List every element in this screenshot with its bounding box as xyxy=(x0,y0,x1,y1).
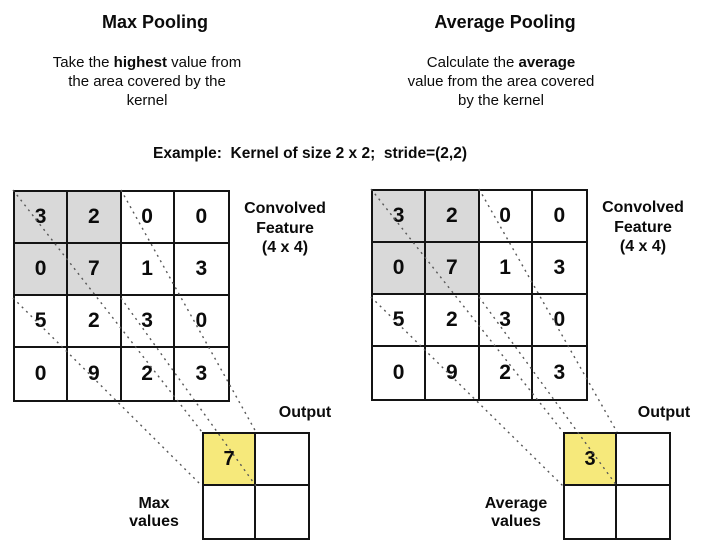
average-pooling-description: Calculate the average value from the are… xyxy=(390,53,612,110)
values-label-line: Max xyxy=(138,495,170,512)
max-output-label: Output xyxy=(278,404,332,421)
matrix-cell: 2 xyxy=(68,296,122,348)
matrix-cell: 3 xyxy=(195,362,208,385)
max-values-label: Max values xyxy=(104,495,204,531)
output-cell xyxy=(617,486,669,538)
matrix-cell: 9 xyxy=(68,348,122,400)
desc-text: Take the xyxy=(52,54,114,71)
average-convolved-feature-grid: 3 2 0 0 0 7 1 3 5 2 3 0 0 9 2 3 xyxy=(371,189,588,401)
matrix-cell: 9 xyxy=(426,347,480,399)
matrix-cell: 0 xyxy=(479,191,533,243)
output-cell xyxy=(256,486,308,538)
matrix-cell: 2 xyxy=(480,347,533,399)
average-output-grid: 3 xyxy=(563,432,671,540)
matrix-cell: 0 xyxy=(174,296,228,348)
matrix-cell: 2 xyxy=(122,348,175,400)
matrix-cell-highlighted: 2 xyxy=(426,191,480,243)
values-label-line: values xyxy=(129,513,179,530)
average-pooling-title: Average Pooling xyxy=(434,12,576,32)
average-feature-label: Convolved Feature (4 x 4) xyxy=(594,198,692,257)
max-output-grid: 7 xyxy=(202,432,310,540)
desc-text: kernel xyxy=(126,92,168,109)
example-caption: Example: Kernel of size 2 x 2; stride=(2… xyxy=(153,145,467,162)
average-output-label: Output xyxy=(637,404,691,421)
feature-label-line: Convolved xyxy=(244,200,326,217)
output-cell xyxy=(565,486,617,538)
matrix-cell: 5 xyxy=(373,295,427,347)
feature-label-line: Convolved xyxy=(602,199,684,216)
average-values-label: Average values xyxy=(466,495,566,531)
matrix-cell-highlighted: 3 xyxy=(15,192,69,244)
matrix-cell: 0 xyxy=(174,192,228,244)
matrix-cell-highlighted: 0 xyxy=(15,244,69,296)
desc-text: the area covered by the xyxy=(68,73,226,90)
matrix-cell: 5 xyxy=(15,296,69,348)
matrix-cell: 0 xyxy=(121,192,175,244)
matrix-cell: 3 xyxy=(553,361,566,384)
matrix-cell: 3 xyxy=(532,243,586,295)
matrix-cell: 0 xyxy=(532,191,586,243)
max-convolved-feature-grid: 3 2 0 0 0 7 1 3 5 2 3 0 0 9 2 3 xyxy=(13,190,230,402)
desc-text: value from xyxy=(167,54,242,71)
matrix-cell-highlighted: 7 xyxy=(426,243,480,295)
matrix-cell: 1 xyxy=(121,244,175,296)
matrix-cell: 3 xyxy=(121,296,175,348)
output-cell xyxy=(617,434,669,486)
feature-label-line: Feature xyxy=(614,218,672,236)
matrix-cell: 1 xyxy=(479,243,533,295)
output-cell xyxy=(204,486,256,538)
matrix-cell-highlighted: 7 xyxy=(68,244,122,296)
matrix-cell: 2 xyxy=(426,295,480,347)
values-label-line: Average xyxy=(484,495,548,512)
feature-label-line: Feature xyxy=(256,219,314,237)
desc-text: Calculate the xyxy=(426,54,519,71)
matrix-cell-highlighted: 0 xyxy=(373,243,427,295)
matrix-cell: 3 xyxy=(479,295,533,347)
values-label-line: values xyxy=(491,513,541,530)
max-pooling-title: Max Pooling xyxy=(101,12,208,32)
feature-label-line: (4 x 4) xyxy=(619,238,667,255)
matrix-cell: 0 xyxy=(373,347,427,399)
output-cell xyxy=(256,434,308,486)
matrix-cell: 0 xyxy=(532,295,586,347)
matrix-cell-highlighted: 3 xyxy=(373,191,427,243)
max-pooling-description: Take the highest value from the area cov… xyxy=(40,53,254,110)
matrix-cell-highlighted: 2 xyxy=(68,192,122,244)
desc-text: value from the area covered xyxy=(407,73,595,90)
desc-bold-word: highest xyxy=(113,54,167,71)
output-cell-active: 3 xyxy=(565,434,617,486)
matrix-cell: 0 xyxy=(15,348,69,400)
output-cell-active: 7 xyxy=(204,434,256,486)
max-feature-label: Convolved Feature (4 x 4) xyxy=(236,199,334,258)
feature-label-line: (4 x 4) xyxy=(261,239,309,256)
matrix-cell: 3 xyxy=(174,244,228,296)
desc-bold-word: average xyxy=(518,54,576,71)
desc-text: by the kernel xyxy=(458,92,544,109)
